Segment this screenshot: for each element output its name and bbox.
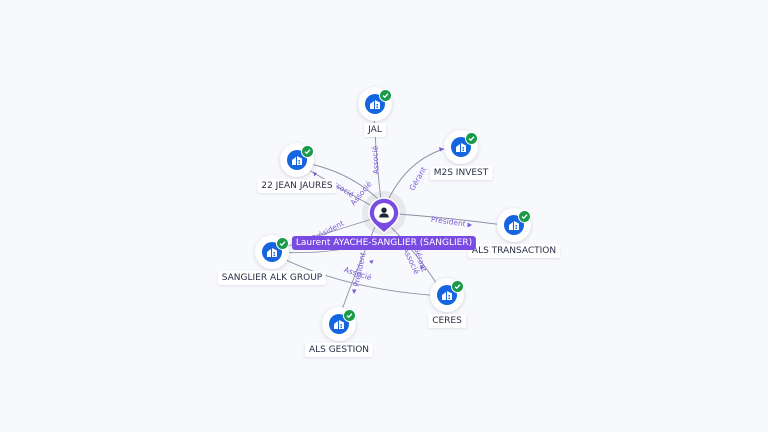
company-node-label: SANGLIER ALK GROUP <box>217 271 327 285</box>
company-node-label: ALS GESTION <box>304 343 374 357</box>
company-node-label: JAL <box>364 123 386 137</box>
edge-arrow-alk <box>369 260 374 264</box>
verified-check-icon <box>301 145 314 158</box>
person-icon <box>368 197 400 234</box>
edge-line-jal <box>373 111 382 201</box>
edge-line-ceres-b <box>269 251 445 297</box>
verified-check-icon <box>465 132 478 145</box>
edge-label-transaction: Président <box>430 215 466 229</box>
verified-check-icon <box>518 210 531 223</box>
edge-label-jal: Associé <box>370 145 380 174</box>
person-node-label: Laurent AYACHE-SANGLIER (SANGLIER) <box>291 236 477 250</box>
edge-label-m2s: Gérant <box>407 165 428 192</box>
edge-arrow-gestion <box>352 289 357 294</box>
verified-check-icon <box>343 309 356 322</box>
company-node-label: M2S INVEST <box>429 166 493 180</box>
verified-check-icon <box>379 89 392 102</box>
edge-arrow-m2s <box>439 147 444 152</box>
company-node-label: ALS TRANSACTION <box>467 244 561 258</box>
edge-arrow-ceres <box>420 265 424 270</box>
company-node-label: 22 JEAN JAURES <box>257 179 337 193</box>
verified-check-icon <box>451 280 464 293</box>
edge-arrow-jaures <box>313 172 317 177</box>
company-node-label: CERES <box>428 314 466 328</box>
edge-arrow-transaction <box>467 222 472 228</box>
verified-check-icon <box>276 237 289 250</box>
